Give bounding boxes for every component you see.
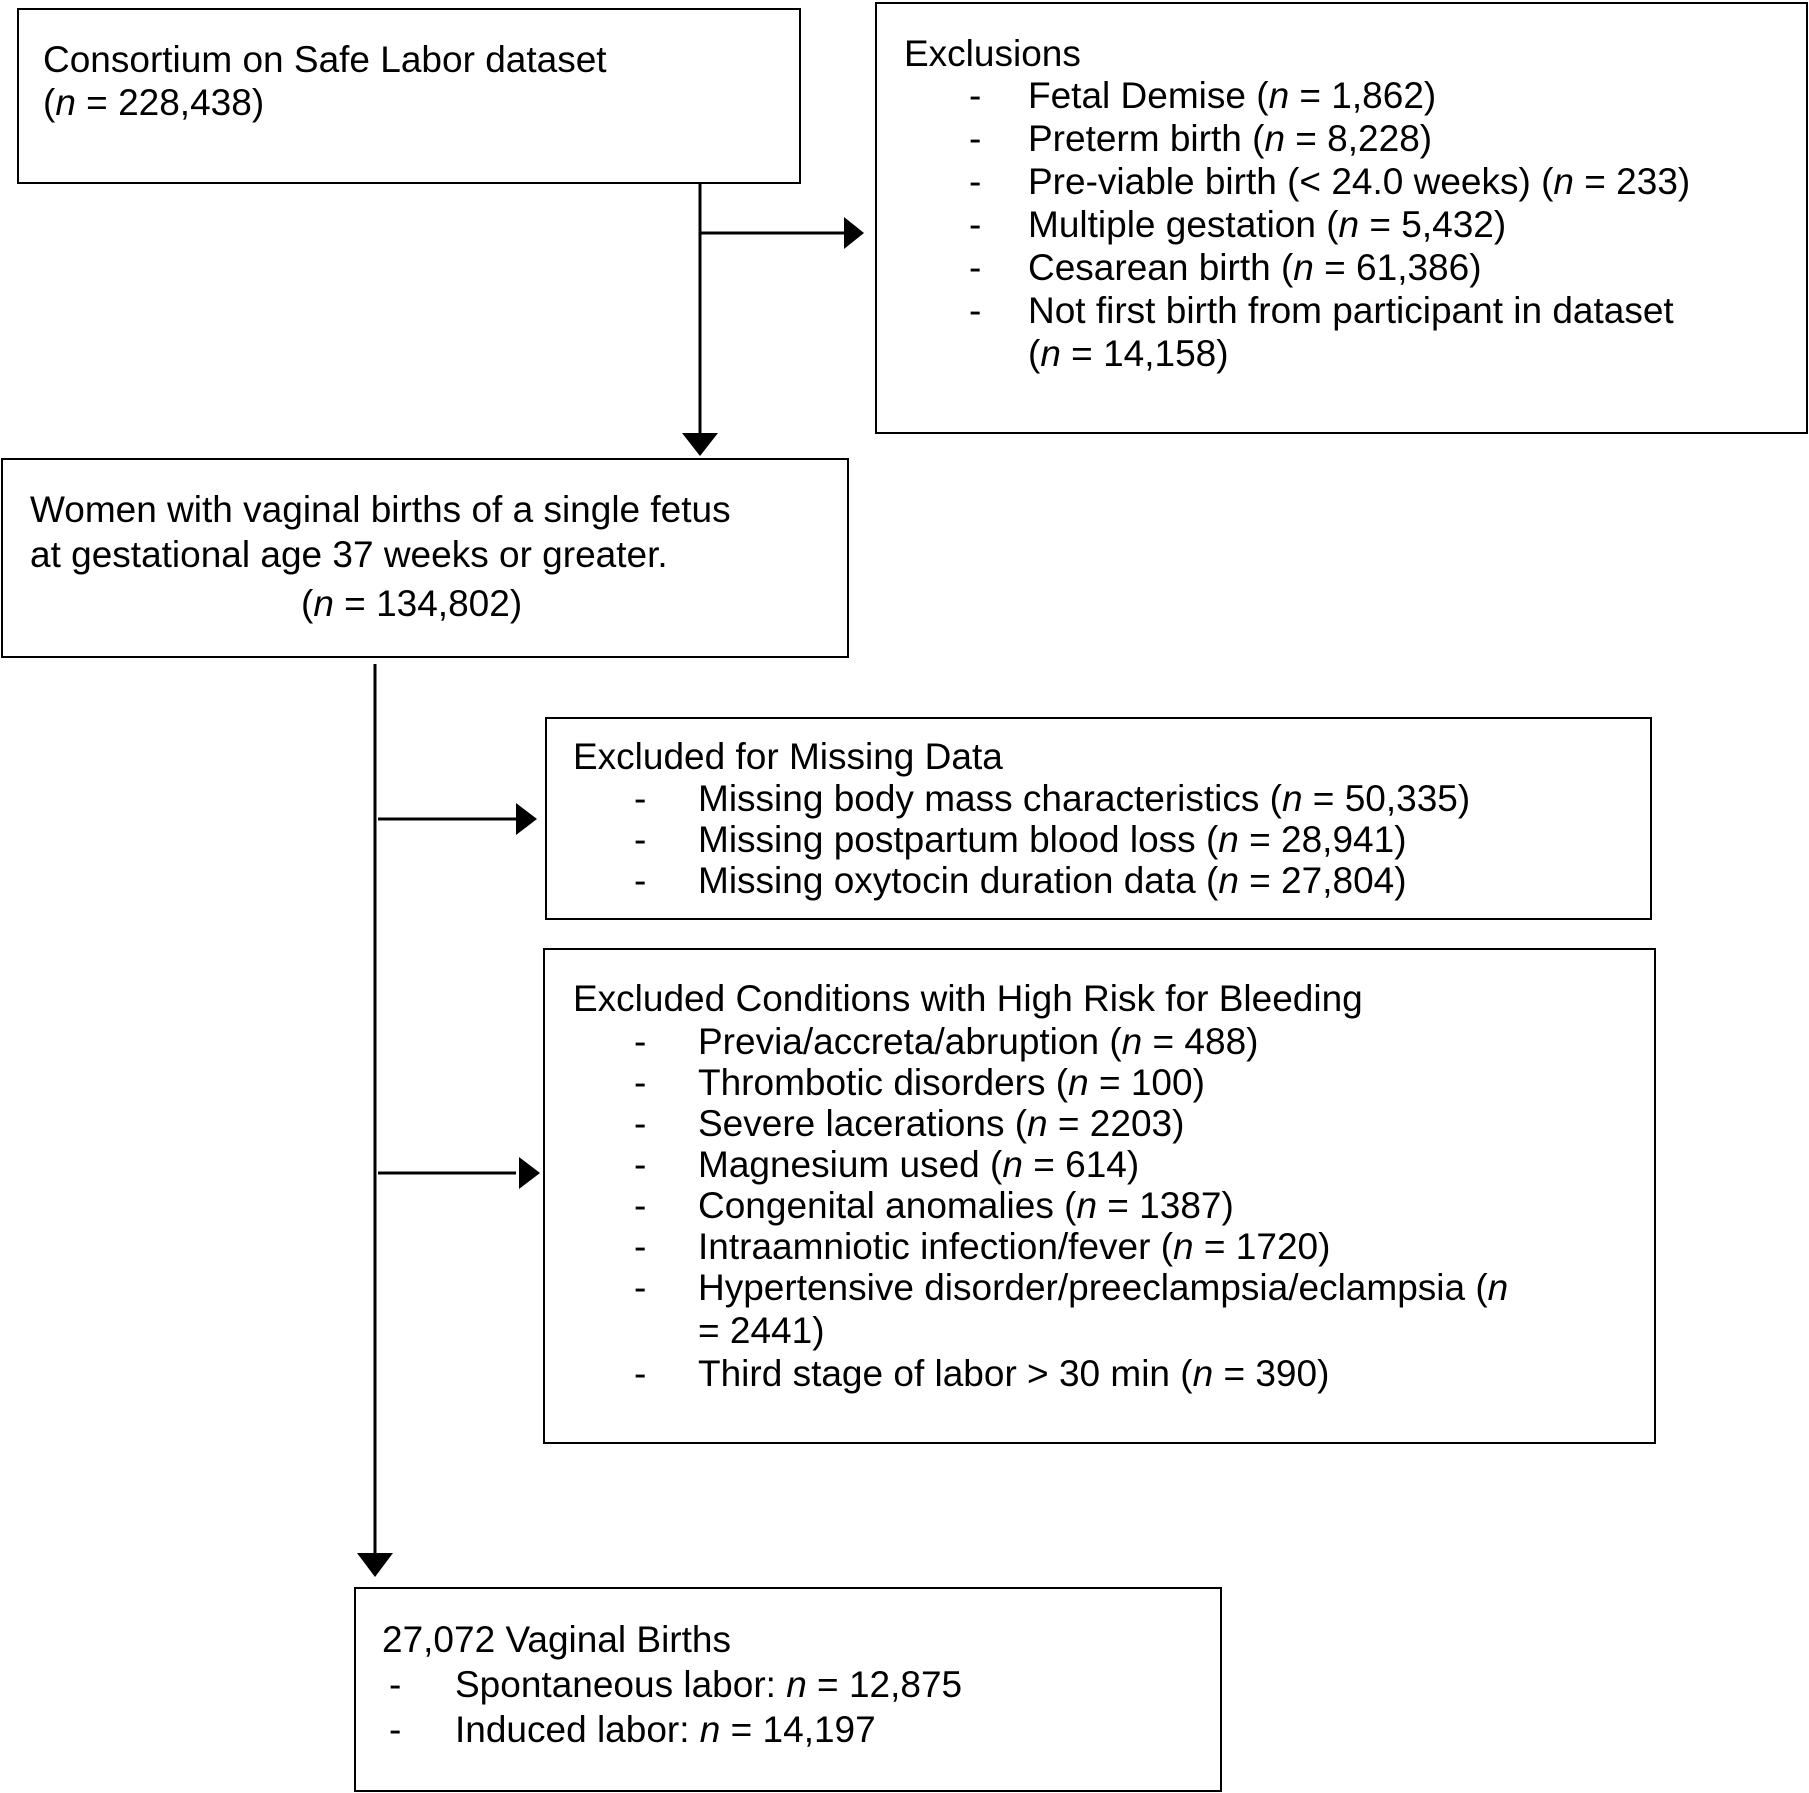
bleeding-risk-item: Intraamniotic infection/fever (n = 1720) — [698, 1226, 1331, 1267]
cohort-description-line1: Women with vaginal births of a single fe… — [30, 489, 731, 530]
arrowhead-exclusions — [844, 217, 864, 249]
exclusion-bullet: - — [969, 161, 982, 202]
final-cohort-bullet: - — [389, 1709, 402, 1750]
bleeding-risk-item: Magnesium used (n = 614) — [698, 1144, 1140, 1185]
missing-data-bullet: - — [634, 819, 647, 860]
final-cohort-bullet: - — [389, 1664, 402, 1705]
bleeding-risk-item: Severe lacerations (n = 2203) — [698, 1103, 1185, 1144]
bleeding-risk-item: Hypertensive disorder/preeclampsia/eclam… — [698, 1267, 1509, 1308]
bleeding-risk-item: Congenital anomalies (n = 1387) — [698, 1185, 1234, 1226]
bleeding-risk-item: Previa/accreta/abruption (n = 488) — [698, 1021, 1259, 1062]
final-cohort-item: Induced labor: n = 14,197 — [455, 1709, 876, 1750]
exclusion-item: Preterm birth (n = 8,228) — [1028, 118, 1433, 159]
source-dataset-count: (n = 228,438) — [43, 82, 265, 123]
exclusion-item: Fetal Demise (n = 1,862) — [1028, 75, 1437, 116]
arrowhead-final — [357, 1553, 393, 1577]
arrowhead-bleeding — [519, 1157, 540, 1189]
source-dataset-title: Consortium on Safe Labor dataset — [43, 39, 607, 80]
final-cohort-title: 27,072 Vaginal Births — [382, 1619, 731, 1660]
bleeding-risk-item-continuation: = 2441) — [698, 1310, 825, 1351]
bleeding-risk-bullet: - — [634, 1353, 647, 1394]
missing-data-item: Missing postpartum blood loss (n = 28,94… — [698, 819, 1407, 860]
final-cohort-box: 27,072 Vaginal Births - Spontaneous labor… — [354, 1587, 1222, 1792]
missing-data-item: Missing oxytocin duration data (n = 27,8… — [698, 860, 1407, 901]
bleeding-risk-bullet: - — [634, 1267, 647, 1308]
exclusion-bullet: - — [969, 118, 982, 159]
exclusion-bullet: - — [969, 290, 982, 331]
bleeding-risk-box: Excluded Conditions with High Risk for B… — [543, 948, 1656, 1444]
bleeding-risk-bullet: - — [634, 1103, 647, 1144]
exclusion-item: Multiple gestation (n = 5,432) — [1028, 204, 1507, 245]
exclusions-title: Exclusions — [904, 33, 1081, 74]
missing-data-box: Excluded for Missing Data - Missing body … — [545, 717, 1652, 920]
cohort-description-line2: at gestational age 37 weeks or greater. — [30, 534, 668, 575]
exclusion-item: Not first birth from participant in data… — [1028, 290, 1674, 331]
bleeding-risk-bullet: - — [634, 1062, 647, 1103]
bleeding-risk-bullet: - — [634, 1144, 647, 1185]
exclusion-bullet: - — [969, 75, 982, 116]
arrowhead-cohort — [682, 433, 718, 456]
exclusion-item: Cesarean birth (n = 61,386) — [1028, 247, 1482, 288]
bleeding-risk-bullet: - — [634, 1226, 647, 1267]
bleeding-risk-item: Third stage of labor > 30 min (n = 390) — [698, 1353, 1330, 1394]
bleeding-risk-title: Excluded Conditions with High Risk for B… — [573, 978, 1363, 1019]
missing-data-bullet: - — [634, 860, 647, 901]
cohort-count: (n = 134,802) — [301, 583, 523, 624]
cohort-box: Women with vaginal births of a single fe… — [1, 458, 849, 658]
missing-data-bullet: - — [634, 778, 647, 819]
bleeding-risk-bullet: - — [634, 1021, 647, 1062]
exclusion-item: Pre-viable birth (< 24.0 weeks) (n = 233… — [1028, 161, 1691, 202]
exclusion-bullet: - — [969, 204, 982, 245]
missing-data-item: Missing body mass characteristics (n = 5… — [698, 778, 1471, 819]
source-dataset-box: Consortium on Safe Labor dataset (n = 22… — [17, 8, 801, 184]
missing-data-title: Excluded for Missing Data — [573, 736, 1003, 777]
arrowhead-missing — [516, 803, 537, 835]
exclusion-bullet: - — [969, 247, 982, 288]
exclusions-box: Exclusions - Fetal Demise (n = 1,862) - Pre… — [875, 2, 1808, 434]
bleeding-risk-bullet: - — [634, 1185, 647, 1226]
final-cohort-item: Spontaneous labor: n = 12,875 — [455, 1664, 963, 1705]
bleeding-risk-item: Thrombotic disorders (n = 100) — [698, 1062, 1205, 1103]
exclusion-item-continuation: (n = 14,158) — [1028, 333, 1229, 374]
